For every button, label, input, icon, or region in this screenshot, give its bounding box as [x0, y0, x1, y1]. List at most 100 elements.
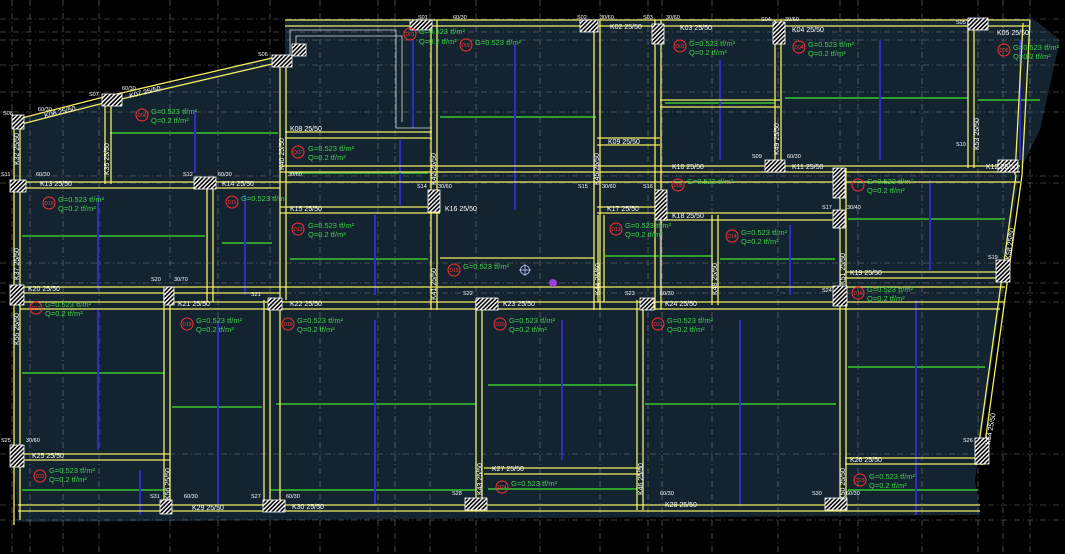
beam-label-k55: K55 25/50 — [14, 313, 21, 345]
beam-label-k14: K14 25/50 — [222, 181, 254, 188]
slab-load-g: G=0.523 tf/m² — [196, 316, 243, 325]
crosshair-icon — [519, 264, 531, 276]
beam-label-k54: K54 25/50 — [985, 413, 997, 446]
slab-load-g: G=0.523 tf/m² — [667, 316, 714, 325]
column-label-s01: S01 — [418, 15, 428, 21]
beam-label-k20: K20 25/50 — [28, 286, 60, 293]
slab-load-g: G=0.523 tf/m² — [419, 27, 466, 36]
column-size-label: 60/30 — [660, 291, 674, 297]
beam-label-k51: K51 25/50 — [840, 253, 847, 285]
slab-tag-d08: D08 — [673, 183, 682, 189]
column-size-label: 30/60 — [785, 17, 799, 23]
slab-load-labels: G=0.523 tf/m² Q=0.2 tf/m² G=0.523 tf/m² … — [45, 27, 1060, 490]
beam-label-k30: K30 25/50 — [292, 504, 324, 511]
slab-load-q: Q=0.2 tf/m² — [867, 294, 905, 303]
column-size-label: 60/30 — [453, 15, 467, 21]
slab-tag-d04: D04 — [794, 45, 803, 51]
beam-label-k24: K24 25/50 — [665, 301, 697, 308]
column-size-label: 60/30 — [122, 86, 136, 92]
slab-load-g: G=0.523 tf/m² — [58, 195, 105, 204]
column-label-s26: S26 — [963, 438, 973, 444]
column-label-s05: S05 — [956, 20, 966, 26]
slab-load-g: G=0.523 tf/m² — [625, 221, 672, 230]
column-size-label: 60/30 — [846, 491, 860, 497]
beam-labels: K06 25/50 K07 25/50 K02 25/50 K03 25/50 … — [14, 24, 1029, 512]
column-size-label: 30/60 — [600, 15, 614, 21]
slab-load-g: G=0.523 tf/m² — [689, 39, 736, 48]
slab-tag-d18: D18 — [182, 322, 191, 328]
column-size-label: 30/70 — [174, 277, 188, 283]
beam-label-k08: K08 25/50 — [290, 126, 322, 133]
slab-tag-d03: D03 — [675, 44, 684, 50]
slab-load-g: G=0.523 tf/m² — [687, 177, 734, 186]
column-label-s28: S28 — [452, 491, 462, 497]
slab-tag-d11: D11 — [228, 200, 237, 206]
slab-load-q: Q=0.2 tf/m² — [419, 37, 457, 46]
column-label-s21: S21 — [251, 292, 261, 298]
column-label-s10: S10 — [956, 142, 966, 148]
beam-label-k23: K23 25/50 — [503, 301, 535, 308]
column-label-s25: S25 — [1, 438, 11, 444]
beam-label-k25: K25 25/50 — [32, 453, 64, 460]
beam-label-k17: K17 25/50 — [607, 206, 639, 213]
beam-label-k45: K45 25/50 — [594, 153, 601, 185]
beam-label-k15: K15 25/50 — [290, 206, 322, 213]
slab-load-g: G=0.523 tf/m² — [308, 221, 355, 230]
slab-tags: D01 D02 D03 D04 D05 D06 D07 D08 D10 D11 … — [31, 32, 1008, 491]
column-size-label: 30/60 — [26, 438, 40, 444]
beam-label-k29: K29 25/50 — [192, 505, 224, 512]
beam-label-k56: K56 25/50 — [165, 468, 172, 500]
slab-load-q: Q=0.2 tf/m² — [509, 325, 547, 334]
beam-label-k16: K16 25/50 — [445, 206, 477, 213]
beam-label-k32: K32 25/50 — [14, 133, 21, 165]
column-label-s31: S31 — [150, 494, 160, 500]
slab-load-q: Q=0.2 tf/m² — [45, 309, 83, 318]
column-label-s22: S22 — [463, 291, 473, 297]
slab-tag-d10: D10 — [44, 201, 53, 207]
slab-load-g: G=0.523 tf/m² — [475, 38, 522, 47]
column-size-label: 30/60 — [438, 184, 452, 190]
slab-tag-d16: D16 — [853, 291, 862, 297]
beam-label-k41: K41 25/50 — [431, 268, 438, 300]
beam-label-k22: K22 25/50 — [290, 301, 322, 308]
slab-tag-d24: D24 — [497, 485, 506, 491]
column-labels: S01 S02 S03 S04 S05 S06 S07 S08 S09 S10 … — [1, 15, 998, 500]
column-label-s27: S27 — [251, 494, 261, 500]
beam-label-k49: K49 25/50 — [774, 123, 781, 155]
slab-load-q: Q=0.2 tf/m² — [667, 325, 705, 334]
beam-outlines — [13, 19, 1031, 525]
beam-label-k11: K11 25/50 — [792, 164, 824, 171]
column-size-labels: 60/30 30/60 30/60 30/60 60/30 60/30 60/3… — [26, 15, 861, 500]
slab-load-q: Q=0.2 tf/m² — [196, 325, 234, 334]
beam-label-k13: K13 25/50 — [40, 181, 72, 188]
slab-load-g: G=0.523 tf/m² — [151, 107, 198, 116]
slab-tag-d19: D19 — [283, 322, 292, 328]
column-label-s08: S08 — [3, 111, 13, 117]
slab-tag-d14: D14 — [727, 234, 736, 240]
slab-load-g: G=0.523 tf/m² — [867, 285, 914, 294]
slab-load-g: G=0.523 tf/m² — [49, 466, 96, 475]
beam-label-k28: K28 25/50 — [665, 502, 697, 509]
beam-label-k42: K42 25/50 — [431, 153, 438, 185]
slab-tag-d01: D01 — [405, 32, 414, 38]
beam-label-k44: K44 25/50 — [595, 263, 602, 295]
column-label-s16: S16 — [643, 184, 653, 190]
slab-tag-d21: D21 — [653, 322, 662, 328]
column-size-label: 30/40 — [847, 205, 861, 211]
slab-load-g: G=0.523 tf/m² — [1013, 43, 1060, 52]
slab-load-q: Q=0.2 tf/m² — [625, 230, 663, 239]
slab-tag-d02: D02 — [461, 43, 470, 49]
column-label-s24: S24 — [822, 288, 832, 294]
column-size-label: 60/30 — [660, 491, 674, 497]
slab-load-q: Q=0.2 tf/m² — [297, 325, 335, 334]
beam-label-k58: K58 25/50 — [1005, 228, 1016, 261]
slab-load-q: Q=0.2 tf/m² — [867, 186, 905, 195]
beam-label-k05: K05 25/50 — [997, 30, 1029, 37]
node-marker-icon — [549, 279, 557, 287]
slab-load-q: Q=0.2 tf/m² — [308, 230, 346, 239]
slab-tag-d23: D23 — [855, 478, 864, 484]
column-size-label: 60/30 — [787, 154, 801, 160]
slab-tag-d07: D07 — [293, 150, 302, 156]
slab-load-g: G=0.523 tf/m² — [808, 40, 855, 49]
